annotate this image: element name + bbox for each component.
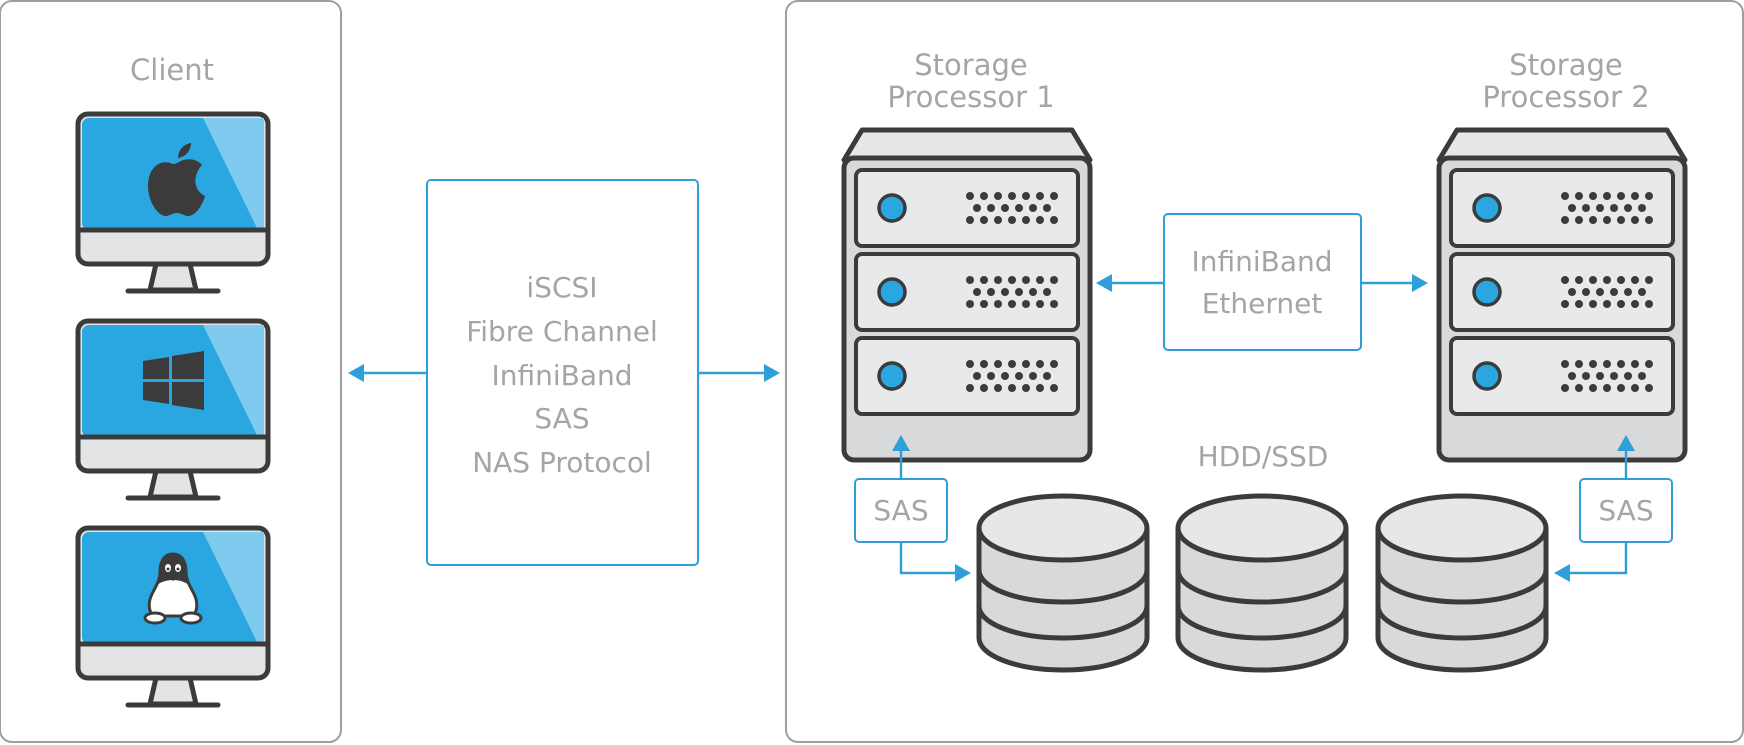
interconnect-arrow-left [1096, 274, 1164, 292]
interconnect-arrow-right [1361, 274, 1428, 292]
sas-left-arrows [892, 435, 971, 582]
sas-right-arrows [1554, 435, 1635, 582]
client-arrow [348, 364, 427, 382]
protocol-item: InfiniBand [491, 359, 632, 392]
disk-stack [979, 496, 1147, 670]
sp1-title: Storage Processor 1 [887, 48, 1054, 114]
linux-icon [143, 552, 203, 625]
svg-text:Processor 1: Processor 1 [887, 80, 1054, 114]
storage-processor-1 [844, 130, 1090, 460]
protocol-item: SAS [534, 402, 589, 435]
svg-text:Processor 2: Processor 2 [1482, 80, 1649, 114]
svg-text:Storage: Storage [1509, 48, 1622, 82]
sas-label-right: SAS [1598, 494, 1653, 527]
disk-stack [1378, 496, 1546, 670]
drives-label: HDD/SSD [1198, 440, 1329, 473]
protocol-list: iSCSI Fibre Channel InfiniBand SAS NAS P… [466, 271, 658, 479]
client-title: Client [130, 53, 214, 87]
storage-arrow [698, 364, 780, 382]
protocol-item: iSCSI [526, 271, 597, 304]
disk-stack [1178, 496, 1346, 670]
windows-icon [143, 351, 204, 410]
interconnect-label-2: Ethernet [1202, 287, 1323, 320]
linux-monitor [78, 528, 268, 705]
mac-monitor [78, 114, 268, 291]
svg-text:Storage: Storage [914, 48, 1027, 82]
windows-monitor [78, 321, 268, 498]
storage-processor-2 [1439, 130, 1685, 460]
protocol-item: NAS Protocol [472, 446, 652, 479]
apple-icon [148, 143, 205, 216]
interconnect-label-1: InfiniBand [1191, 245, 1332, 278]
sp2-title: Storage Processor 2 [1482, 48, 1649, 114]
protocol-item: Fibre Channel [466, 315, 658, 348]
sas-label-left: SAS [873, 494, 928, 527]
interconnect-box [1163, 213, 1362, 351]
